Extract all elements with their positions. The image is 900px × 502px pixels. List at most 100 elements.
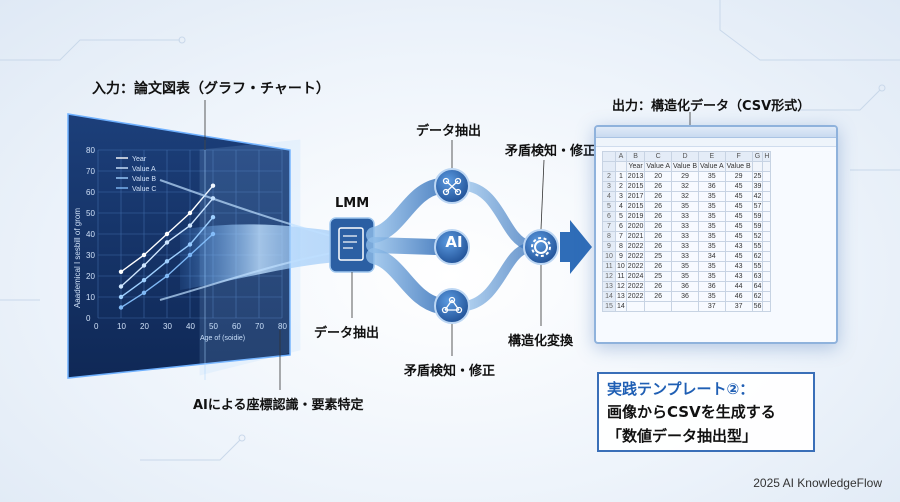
table-cell[interactable]: 45 <box>724 211 753 222</box>
row-header[interactable]: 14 <box>602 291 616 302</box>
header-cell[interactable] <box>762 161 772 172</box>
row-header[interactable]: 12 <box>602 271 616 282</box>
row-header[interactable]: 10 <box>602 251 616 262</box>
table-cell[interactable]: 1 <box>615 171 627 182</box>
table-cell[interactable]: 26 <box>644 201 672 212</box>
table-cell[interactable]: 45 <box>724 231 753 242</box>
table-cell[interactable]: 45 <box>724 251 753 262</box>
table-cell[interactable]: 2022 <box>625 281 646 292</box>
table-cell[interactable]: 43 <box>724 271 753 282</box>
header-cell[interactable]: Year <box>625 161 646 172</box>
table-cell[interactable] <box>762 191 772 202</box>
table-cell[interactable]: 35 <box>671 261 699 272</box>
header-cell[interactable]: Value A <box>644 161 672 172</box>
table-cell[interactable]: 35 <box>698 291 726 302</box>
table-cell[interactable]: 26 <box>644 241 672 252</box>
table-cell[interactable]: 33 <box>671 241 699 252</box>
table-cell[interactable]: 25 <box>644 271 672 282</box>
table-cell[interactable]: 2024 <box>625 271 646 282</box>
table-cell[interactable]: 11 <box>615 271 627 282</box>
table-cell[interactable]: 37 <box>724 301 753 312</box>
table-cell[interactable]: 26 <box>644 191 672 202</box>
table-cell[interactable] <box>762 251 772 262</box>
table-cell[interactable]: 26 <box>644 231 672 242</box>
table-cell[interactable]: 45 <box>724 191 753 202</box>
table-cell[interactable]: 35 <box>698 261 726 272</box>
table-cell[interactable] <box>762 201 772 212</box>
table-cell[interactable] <box>644 301 672 312</box>
table-cell[interactable] <box>762 271 772 282</box>
row-header[interactable]: 2 <box>602 171 616 182</box>
column-letter[interactable]: A <box>615 151 627 162</box>
table-cell[interactable]: 43 <box>724 261 753 272</box>
table-cell[interactable]: 20 <box>644 171 672 182</box>
table-cell[interactable] <box>762 241 772 252</box>
column-letter[interactable]: D <box>671 151 699 162</box>
table-cell[interactable]: 64 <box>751 281 764 292</box>
table-cell[interactable] <box>625 301 646 312</box>
table-cell[interactable]: 2015 <box>625 201 646 212</box>
table-cell[interactable]: 25 <box>644 251 672 262</box>
table-cell[interactable]: 26 <box>644 181 672 192</box>
table-cell[interactable]: 44 <box>724 281 753 292</box>
table-cell[interactable]: 2022 <box>625 251 646 262</box>
table-cell[interactable] <box>762 281 772 292</box>
table-cell[interactable]: 29 <box>724 171 753 182</box>
table-cell[interactable]: 2022 <box>625 241 646 252</box>
table-cell[interactable]: 2020 <box>625 221 646 232</box>
table-cell[interactable]: 2022 <box>625 261 646 272</box>
table-cell[interactable]: 36 <box>698 181 726 192</box>
header-cell[interactable]: Value A <box>698 161 726 172</box>
row-header[interactable]: 15 <box>602 301 616 312</box>
table-cell[interactable]: 39 <box>751 181 764 192</box>
table-cell[interactable]: 6 <box>615 221 627 232</box>
table-cell[interactable]: 25 <box>751 171 764 182</box>
table-cell[interactable]: 2017 <box>625 191 646 202</box>
header-cell[interactable] <box>751 161 764 172</box>
table-cell[interactable]: 35 <box>671 201 699 212</box>
table-cell[interactable]: 62 <box>751 251 764 262</box>
table-cell[interactable]: 26 <box>644 261 672 272</box>
table-cell[interactable]: 8 <box>615 241 627 252</box>
table-cell[interactable]: 2019 <box>625 211 646 222</box>
table-cell[interactable]: 3 <box>615 191 627 202</box>
table-cell[interactable]: 46 <box>724 291 753 302</box>
table-cell[interactable]: 2013 <box>625 171 646 182</box>
table-cell[interactable]: 5 <box>615 211 627 222</box>
table-cell[interactable]: 36 <box>698 281 726 292</box>
table-cell[interactable]: 62 <box>751 291 764 302</box>
table-cell[interactable]: 45 <box>724 201 753 212</box>
table-cell[interactable]: 35 <box>698 171 726 182</box>
table-cell[interactable]: 34 <box>698 251 726 262</box>
row-header[interactable]: 7 <box>602 221 616 232</box>
table-cell[interactable]: 33 <box>671 221 699 232</box>
table-cell[interactable]: 45 <box>724 221 753 232</box>
table-cell[interactable]: 36 <box>671 281 699 292</box>
table-cell[interactable]: 35 <box>698 241 726 252</box>
table-cell[interactable]: 63 <box>751 271 764 282</box>
table-cell[interactable]: 29 <box>671 171 699 182</box>
table-cell[interactable] <box>671 301 699 312</box>
table-cell[interactable]: 45 <box>724 181 753 192</box>
column-letter[interactable]: C <box>644 151 672 162</box>
table-cell[interactable]: 4 <box>615 201 627 212</box>
table-cell[interactable]: 42 <box>751 191 764 202</box>
table-cell[interactable]: 35 <box>698 191 726 202</box>
header-cell[interactable] <box>615 161 627 172</box>
row-header[interactable]: 8 <box>602 231 616 242</box>
table-cell[interactable]: 26 <box>644 281 672 292</box>
table-cell[interactable]: 12 <box>615 281 627 292</box>
table-cell[interactable]: 55 <box>751 241 764 252</box>
table-cell[interactable]: 37 <box>698 301 726 312</box>
table-cell[interactable]: 35 <box>698 221 726 232</box>
table-cell[interactable]: 10 <box>615 261 627 272</box>
table-cell[interactable]: 26 <box>644 291 672 302</box>
table-cell[interactable]: 2022 <box>625 291 646 302</box>
table-cell[interactable]: 14 <box>615 301 627 312</box>
table-cell[interactable]: 35 <box>698 271 726 282</box>
table-cell[interactable] <box>762 221 772 232</box>
table-cell[interactable]: 2015 <box>625 181 646 192</box>
table-cell[interactable]: 59 <box>751 211 764 222</box>
table-cell[interactable] <box>762 211 772 222</box>
table-cell[interactable]: 35 <box>698 231 726 242</box>
